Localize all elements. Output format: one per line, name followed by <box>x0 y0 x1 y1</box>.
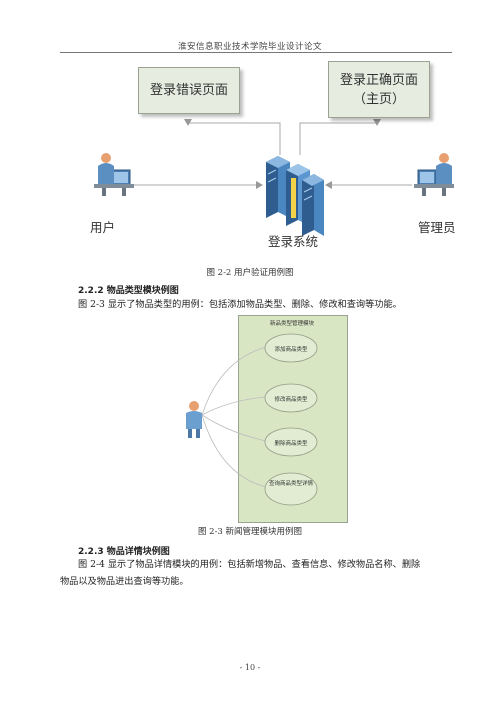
login-success-page-subtitle: （主页） <box>352 91 405 107</box>
page-number: - 10 - <box>239 663 261 672</box>
actor-icon <box>186 401 202 438</box>
login-error-page-label: 登录错误页面 <box>149 83 228 98</box>
login-success-page-label: 登录正确页面 <box>339 72 418 88</box>
user-computer-icon <box>94 153 134 196</box>
section-heading-2-2-2: 2.2.2 物品类型模块例图 <box>78 286 179 296</box>
use-case-add <box>264 333 318 363</box>
login-use-case-diagram: 登录错误页面 登录正确页面 （主页） 用户 管理员 登录系统 <box>0 55 500 260</box>
login-success-page-box: 登录正确页面 （主页） <box>328 61 430 118</box>
section-2-2-2-paragraph: 图 2-3 显示了物品类型的用例：包括添加物品类型、删除、修改和查询等功能。 <box>78 299 402 310</box>
section-heading-2-2-3: 2.2.3 物品详情块例图 <box>78 547 170 557</box>
use-case-query-label: 查询商品类型详情 <box>269 481 314 487</box>
running-header: 淮安信息职业技术学院毕业设计论文 <box>177 42 322 52</box>
server-icon <box>266 156 324 236</box>
header-rule <box>60 52 452 53</box>
section-2-2-3-paragraph-line2: 物品以及物品进出查询等功能。 <box>60 576 189 587</box>
login-system-label: 登录系统 <box>268 234 319 249</box>
section-2-2-3-paragraph-line1: 图 2-4 显示了物品详情模块的用例：包括新增物品、查看信息、修改物品名称、删除 <box>78 559 421 570</box>
use-case-connectors <box>186 333 318 506</box>
admin-computer-icon <box>414 153 454 196</box>
arrow-to-error <box>184 119 281 155</box>
use-case-query <box>264 472 318 506</box>
admin-label: 管理员 <box>418 220 456 235</box>
use-case-modify-label: 修改商品类型 <box>274 397 308 403</box>
item-type-use-case-diagram: 新品类型管理模块 添加商品类型 修改商品类型 删除商品类型 查询商品类型详情 <box>180 315 350 523</box>
system-boundary-title: 新品类型管理模块 <box>269 321 314 327</box>
login-error-page-box: 登录错误页面 <box>138 67 240 114</box>
figure-2-3-caption: 图 2-3 新闻管理模块用例图 <box>197 527 303 537</box>
use-case-delete <box>264 427 318 457</box>
figure-2-2-caption: 图 2-2 用户验证用例图 <box>206 268 294 278</box>
user-label: 用户 <box>90 220 116 235</box>
use-case-add-label: 添加商品类型 <box>274 347 308 353</box>
arrow-to-correct <box>299 119 381 155</box>
use-case-delete-label: 删除商品类型 <box>274 441 308 447</box>
diagram-connectors <box>94 119 454 236</box>
use-case-modify <box>264 383 318 413</box>
